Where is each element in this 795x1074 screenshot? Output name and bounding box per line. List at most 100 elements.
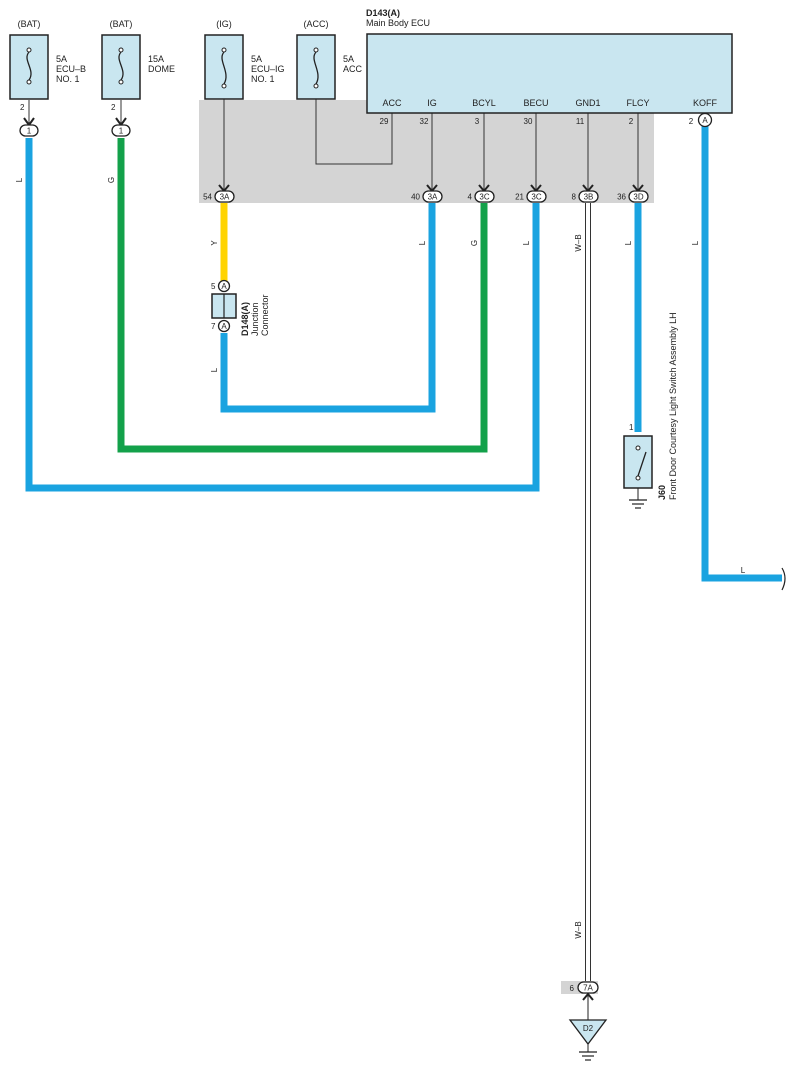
ground-connector: 6 7A D2 — [568, 981, 608, 1061]
fuse-rating: 5A — [343, 54, 354, 64]
switch-name: Front Door Courtesy Light Switch Assembl… — [668, 312, 678, 500]
connector-label: A — [702, 116, 708, 125]
fuse-name-2: NO. 1 — [251, 74, 275, 84]
wire-label: W–B — [574, 921, 583, 938]
wire-koff — [701, 125, 782, 582]
wire-label: Y — [210, 240, 219, 246]
junction-code: D148(A) — [240, 302, 250, 336]
junction-conn-top: A — [221, 282, 227, 291]
harness-connector-3a-54: 3A 54 — [203, 184, 235, 203]
terminal-name: BECU — [523, 98, 548, 108]
fuse-icon — [26, 51, 32, 81]
fuse-pin: 2 — [20, 103, 25, 112]
ecu-name: Main Body ECU — [366, 18, 430, 28]
fuse-icon — [118, 51, 124, 81]
terminal-pin: 32 — [420, 117, 429, 126]
junction-pin-bottom: 7 — [211, 322, 216, 331]
fuse-ecu-b: (BAT) 5A ECU–B NO. 1 2 — [9, 19, 86, 112]
terminal-name: BCYL — [472, 98, 496, 108]
fuse-dome: (BAT) 15A DOME 2 — [101, 19, 175, 112]
terminal-name: ACC — [382, 98, 402, 108]
connector-label: 1 — [27, 127, 32, 136]
terminal-name: FLCY — [626, 98, 649, 108]
fuse-acc: (ACC) 5A ACC — [296, 19, 363, 100]
wire-label: L — [418, 240, 427, 245]
wire-label: L — [624, 240, 633, 245]
fuse-source-label: (IG) — [216, 19, 232, 29]
fuse-name-2: NO. 1 — [56, 74, 80, 84]
terminal-pin: 2 — [689, 117, 694, 126]
fuse-source-label: (BAT) — [110, 19, 133, 29]
wire-break-icon — [781, 567, 786, 591]
fuse-connector-1: 1 — [19, 117, 39, 137]
switch-arm-icon — [637, 451, 647, 477]
terminal-pin: 11 — [576, 117, 585, 126]
terminal-name: KOFF — [693, 98, 718, 108]
switch-code: J60 — [657, 485, 667, 500]
fuse-icon — [221, 51, 227, 85]
terminal-pin: 3 — [475, 117, 480, 126]
wire-label: W–B — [574, 234, 583, 251]
harness-connector-3c-4: 3C 4 — [468, 184, 495, 203]
connector-pin: 40 — [411, 193, 420, 202]
switch-contact-icon — [635, 445, 641, 451]
terminal-name: GND1 — [575, 98, 600, 108]
ground-point-icon — [568, 1019, 608, 1046]
connector-label: 3B — [584, 193, 594, 202]
connector-label: 1 — [119, 127, 124, 136]
fuse-source-label: (ACC) — [304, 19, 329, 29]
connector-pin: 21 — [515, 193, 524, 202]
junction-name-2: Connector — [260, 294, 270, 336]
connector-label: 7A — [583, 984, 593, 993]
fuse-name: ECU–B — [56, 64, 86, 74]
connector-pin: 4 — [468, 193, 473, 202]
terminal-pin: 29 — [380, 117, 389, 126]
ground-point-label: D2 — [583, 1024, 594, 1033]
junction-name: Junction — [250, 302, 260, 336]
fuse-source-label: (BAT) — [18, 19, 41, 29]
switch-pin: 1 — [629, 423, 634, 432]
connector-pin: 54 — [203, 193, 212, 202]
junction-conn-bottom: A — [221, 322, 227, 331]
switch-contact-icon — [635, 475, 641, 481]
terminal-name: IG — [427, 98, 437, 108]
wire-dome-to-bcyl — [117, 138, 488, 453]
fuse-pin: 2 — [111, 103, 116, 112]
connector-label: 3A — [220, 193, 230, 202]
wire-label: L — [691, 240, 700, 245]
connector-label: 3C — [479, 193, 489, 202]
main-body-ecu: D143(A) Main Body ECU ACC IG BCYL BECU G… — [366, 8, 733, 128]
junction-pin-top: 5 — [211, 282, 216, 291]
wire-acc — [315, 88, 393, 165]
fuse-name: ECU–IG — [251, 64, 285, 74]
ground-icon — [629, 499, 647, 509]
fuse-ecu-ig: (IG) 5A ECU–IG NO. 1 — [204, 19, 285, 100]
wire-label: L — [210, 367, 219, 372]
fuse-name: ACC — [343, 64, 363, 74]
wire-label: L — [522, 240, 531, 245]
connector-pin: 8 — [572, 193, 577, 202]
door-courtesy-switch: 1 J60 Front Door Courtesy Light Switch A… — [623, 312, 678, 509]
fuse-icon — [313, 51, 319, 85]
wire-label: G — [470, 240, 479, 246]
wire-label: L — [15, 177, 24, 182]
fuse-rating: 5A — [251, 54, 262, 64]
connector-label: 3C — [531, 193, 541, 202]
harness-connector-3d-36: 3D 36 — [617, 184, 649, 203]
junction-connector: 5 A A 7 D148(A) Junction Connector — [211, 279, 270, 336]
harness-connector-3b-8: 3B 8 — [572, 184, 599, 203]
connector-label: 3A — [428, 193, 438, 202]
wire-label: L — [741, 566, 746, 575]
wire-label: G — [107, 177, 116, 183]
ground-icon — [579, 1051, 597, 1061]
wire-junction-to-ig — [220, 203, 436, 413]
ecu-code: D143(A) — [366, 8, 400, 18]
wire-ecu-b-to-becu — [25, 138, 540, 492]
connector-label: 3D — [633, 193, 643, 202]
terminal-pin: 2 — [629, 117, 634, 126]
fuse-rating: 15A — [148, 54, 164, 64]
harness-connector-3c-21: 3C 21 — [515, 184, 547, 203]
terminal-pin: 30 — [524, 117, 533, 126]
harness-connector-3a-40: 3A 40 — [411, 184, 443, 203]
